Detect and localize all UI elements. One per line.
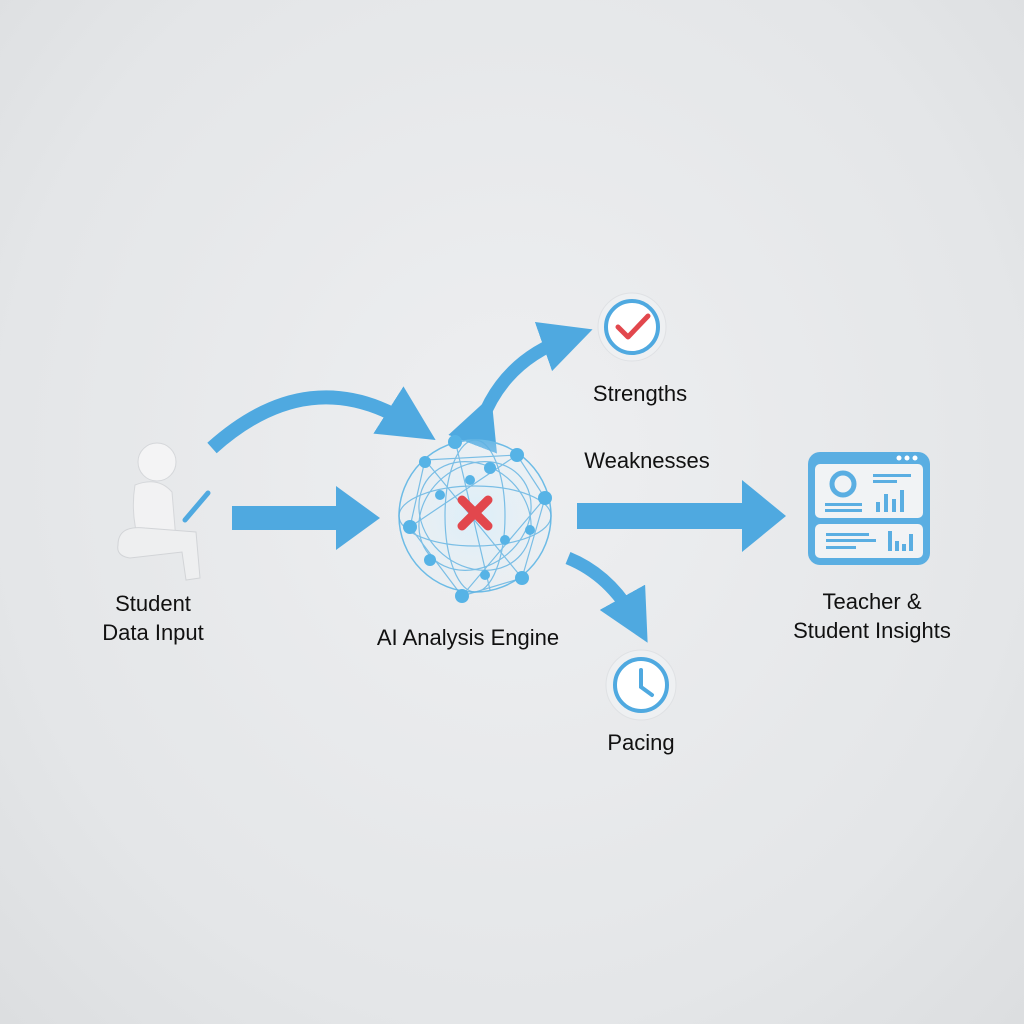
strengths-label: Strengths	[592, 381, 688, 406]
label-line: Student	[115, 591, 191, 616]
label-line: Teacher &	[822, 589, 922, 614]
curved-arrow-pacing	[565, 551, 648, 643]
label-line: Data Input	[102, 620, 204, 645]
curved-arrow-strengths	[448, 322, 593, 454]
weaknesses-label: Weaknesses	[584, 448, 710, 473]
insights-label: Teacher & Student Insights	[793, 587, 951, 645]
checkmark-icon	[597, 292, 667, 362]
ai-engine-label: AI Analysis Engine	[376, 625, 560, 650]
student-figure-icon	[117, 442, 211, 581]
arrow-engine-to-insights	[577, 480, 786, 552]
arrow-input-to-engine	[232, 486, 380, 550]
pacing-label: Pacing	[607, 730, 675, 755]
clock-icon	[605, 649, 677, 721]
dashboard-icon	[808, 452, 930, 565]
label-line: Student Insights	[793, 618, 951, 643]
ai-network-sphere-icon	[398, 435, 552, 603]
error-x-icon	[457, 495, 493, 531]
curved-arrow-to-engine	[207, 386, 436, 454]
student-data-input-label: Student Data Input	[102, 589, 204, 647]
